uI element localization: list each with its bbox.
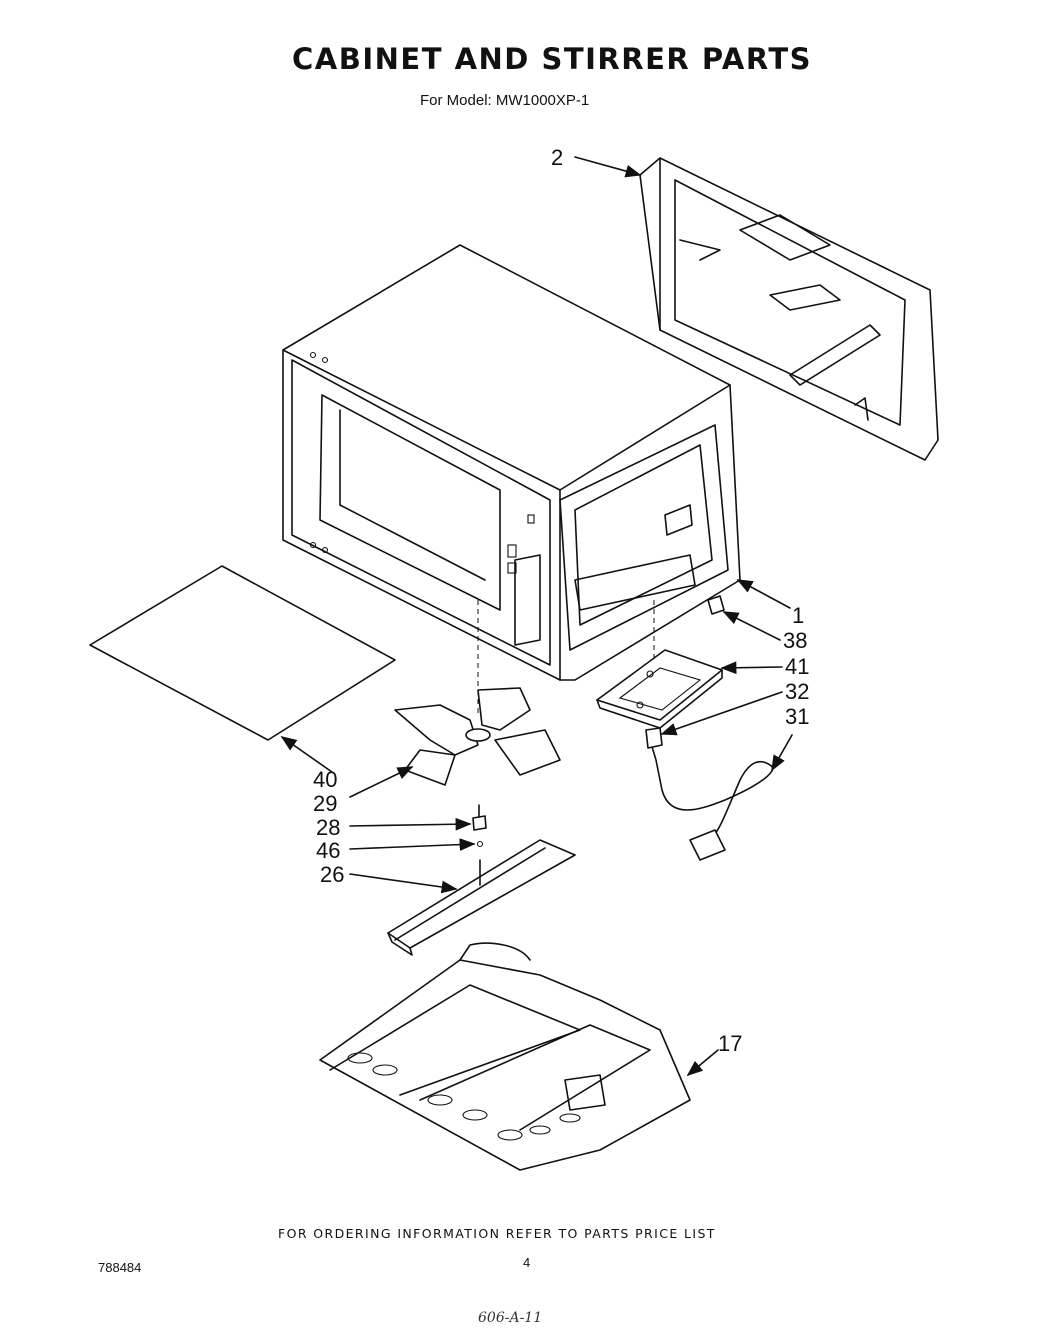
callout-1: 1 bbox=[792, 603, 805, 628]
part-26-shaft-bracket bbox=[387, 839, 576, 956]
callout-2: 2 bbox=[551, 145, 564, 170]
part-46-washer bbox=[476, 840, 484, 848]
part-31-power-cord bbox=[645, 600, 774, 861]
callout-31: 31 bbox=[785, 704, 810, 729]
page-number: 4 bbox=[523, 1255, 531, 1270]
cabinet-body bbox=[282, 244, 741, 681]
part-2-back-panel bbox=[639, 157, 939, 461]
part-40-shelf-mat bbox=[89, 565, 396, 741]
callout-17: 17 bbox=[718, 1031, 743, 1056]
part-38-foot bbox=[707, 595, 725, 615]
callout-26: 26 bbox=[320, 862, 345, 887]
document-number: 788484 bbox=[98, 1260, 142, 1275]
callout-41: 41 bbox=[785, 654, 810, 679]
part-29-stirrer-blade bbox=[394, 600, 561, 786]
callout-38: 38 bbox=[783, 628, 808, 653]
callout-46: 46 bbox=[316, 838, 341, 863]
model-subtitle: For Model: MW1000XP-1 bbox=[420, 92, 590, 109]
part-17-base-plate bbox=[319, 942, 691, 1171]
part-28-screw bbox=[472, 804, 487, 831]
handwritten-note: 606-A-11 bbox=[478, 1310, 543, 1326]
callout-32: 32 bbox=[785, 679, 810, 704]
callout-28: 28 bbox=[316, 815, 341, 840]
callout-40: 40 bbox=[313, 767, 338, 792]
ordering-note: FOR ORDERING INFORMATION REFER TO PARTS … bbox=[278, 1226, 716, 1241]
leader-lines bbox=[280, 156, 793, 1077]
page-title: CABINET AND STIRRER PARTS bbox=[292, 42, 813, 76]
callout-29: 29 bbox=[313, 791, 338, 816]
part-41-bracket bbox=[596, 649, 723, 729]
